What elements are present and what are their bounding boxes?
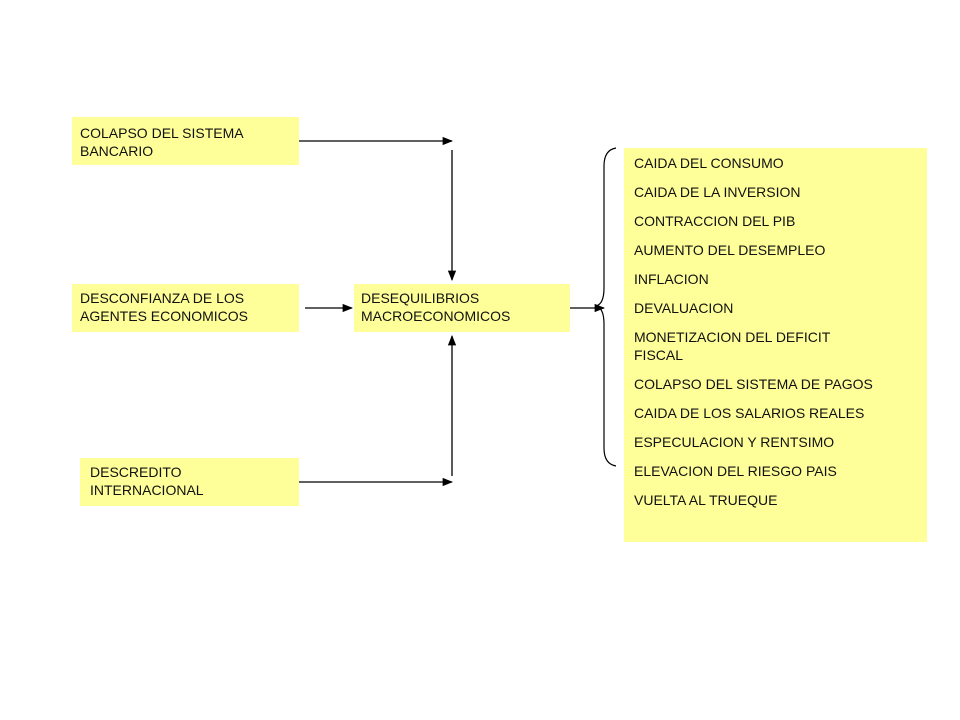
effect-label-line: CAIDA DE LOS SALARIOS REALES — [634, 405, 865, 421]
effect-label-line: DEVALUACION — [634, 300, 734, 316]
effect-label-line: ESPECULACION Y RENTSIMO — [634, 434, 835, 450]
effect-label-line: CONTRACCION DEL PIB — [634, 213, 796, 229]
effects-brace — [595, 147, 617, 467]
cause-box-descredito: DESCREDITO INTERNACIONAL — [80, 458, 299, 506]
cause-label-line: COLAPSO DEL SISTEMA — [80, 125, 244, 141]
effect-item: ELEVACION DEL RIESGO PAIS — [634, 462, 837, 480]
cause-label-line: DESCREDITO — [90, 464, 182, 480]
cause-label-line: DESCONFIANZA DE LOS — [80, 290, 245, 306]
center-box-desequilibrios: DESEQUILIBRIOS MACROECONOMICOS — [354, 284, 570, 332]
effect-item: COLAPSO DEL SISTEMA DE PAGOS — [634, 375, 873, 393]
effect-label-line: INFLACION — [634, 271, 709, 287]
effect-item: CAIDA DEL CONSUMO — [634, 154, 784, 172]
effects-list-box: CAIDA DEL CONSUMO CAIDA DE LA INVERSION CO… — [624, 148, 927, 542]
effect-label-line: ELEVACION DEL RIESGO PAIS — [634, 463, 837, 479]
effect-label-line: AUMENTO DEL DESEMPLEO — [634, 242, 826, 258]
effect-item: VUELTA AL TRUEQUE — [634, 491, 777, 509]
cause-label-line: AGENTES ECONOMICOS — [80, 308, 249, 324]
effect-label-line: COLAPSO DEL SISTEMA DE PAGOS — [634, 376, 873, 392]
effect-item: ESPECULACION Y RENTSIMO — [634, 433, 834, 451]
effect-item: CAIDA DE LA INVERSION — [634, 183, 801, 201]
effect-label-line: MONETIZACION DEL DEFICIT — [634, 329, 831, 345]
effect-label-line: FISCAL — [634, 347, 684, 363]
effect-label-line: CAIDA DE LA INVERSION — [634, 184, 801, 200]
effect-label-line: CAIDA DEL CONSUMO — [634, 155, 784, 171]
cause-label-line: BANCARIO — [80, 143, 154, 159]
effect-item: MONETIZACION DEL DEFICIT FISCAL — [634, 328, 830, 364]
effect-item: CONTRACCION DEL PIB — [634, 212, 795, 230]
center-label-line: MACROECONOMICOS — [361, 308, 511, 324]
cause-label-line: INTERNACIONAL — [90, 482, 204, 498]
effect-item: DEVALUACION — [634, 299, 733, 317]
effect-label-line: VUELTA AL TRUEQUE — [634, 492, 778, 508]
effect-item: CAIDA DE LOS SALARIOS REALES — [634, 404, 864, 422]
cause-box-desconfianza: DESCONFIANZA DE LOS AGENTES ECONOMICOS — [72, 284, 299, 332]
cause-box-colapso-bancario: COLAPSO DEL SISTEMA BANCARIO — [72, 117, 299, 165]
effect-item: AUMENTO DEL DESEMPLEO — [634, 241, 825, 259]
center-label-line: DESEQUILIBRIOS — [361, 290, 480, 306]
effect-item: INFLACION — [634, 270, 709, 288]
